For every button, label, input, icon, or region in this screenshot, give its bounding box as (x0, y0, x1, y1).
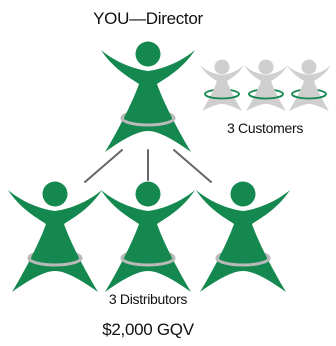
customer-person-icon (243, 58, 289, 112)
gqv-label: $2,000 GQV (102, 320, 194, 339)
customer-person-icon (286, 58, 332, 112)
distributors-label: 3 Distributors (109, 291, 188, 307)
customers-label: 3 Customers (227, 120, 303, 136)
customers-group (199, 58, 332, 112)
director-title: YOU—Director (93, 9, 203, 28)
connector-right (173, 149, 212, 183)
customer-person-icon (199, 58, 245, 112)
distributors-group (6, 180, 292, 294)
distributor-person-icon (194, 180, 292, 294)
connector-lines (84, 149, 212, 183)
distributor-person-icon (99, 180, 197, 294)
director-person-icon (99, 40, 197, 154)
distributor-person-icon (6, 180, 104, 294)
connector-left (84, 149, 123, 183)
